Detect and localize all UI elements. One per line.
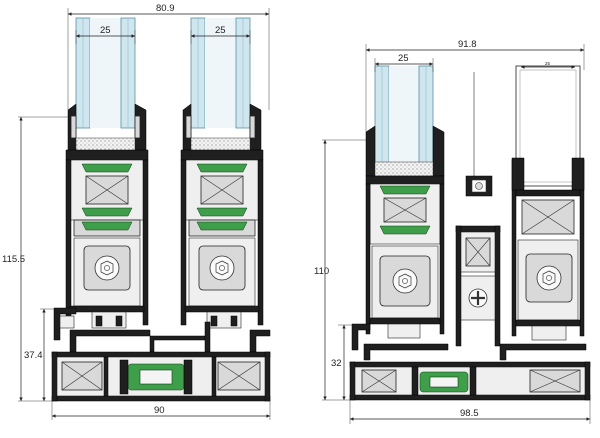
left-sash-b (180, 17, 264, 329)
dim-right-top-width: 91.8 (365, 39, 585, 132)
dim-left-top-width-label: 80.9 (156, 3, 175, 14)
right-section-drawing: 91.8 25 25 110 32 (314, 39, 591, 424)
dim-left-glass-a: 25 (75, 25, 136, 44)
dim-right-bottom-width: 98.5 (349, 400, 591, 424)
dim-left-total-height-label: 115.5 (2, 254, 25, 265)
right-frame-track (349, 323, 591, 401)
dim-left-glass-a-label: 25 (100, 25, 111, 36)
dim-left-base-height-label: 37.4 (24, 350, 43, 361)
dim-right-top-width-label: 91.8 (458, 39, 477, 50)
right-sash-open (511, 65, 585, 341)
right-sash-glazed (365, 65, 445, 339)
left-section-drawing: 80.9 25 25 115.5 37.4 (2, 3, 271, 420)
dim-left-top-width: 80.9 (67, 3, 270, 110)
dim-right-bottom-width-label: 98.5 (460, 408, 479, 419)
left-frame-track (51, 307, 271, 402)
dim-right-glass-label: 25 (398, 53, 409, 64)
dim-right-base-height-label: 32 (331, 358, 342, 369)
right-interlock (455, 72, 501, 347)
left-sash-a (65, 17, 149, 329)
dim-right-base-height: 32 (331, 324, 352, 400)
dim-right-glass-small-label: 25 (545, 61, 551, 66)
dim-left-glass-b: 25 (190, 25, 251, 44)
dim-right-total-height: 110 (314, 139, 366, 401)
dim-left-bottom-width-label: 90 (154, 405, 165, 416)
dim-left-glass-b-label: 25 (215, 25, 226, 36)
dim-right-total-height-label: 110 (314, 266, 329, 277)
dim-left-total-height: 115.5 (2, 116, 68, 402)
dim-left-bottom-width: 90 (51, 401, 271, 420)
dim-left-base-height: 37.4 (24, 308, 54, 401)
dim-right-glass: 25 (374, 53, 434, 72)
dim-right-glass-small: 25 (521, 61, 575, 69)
